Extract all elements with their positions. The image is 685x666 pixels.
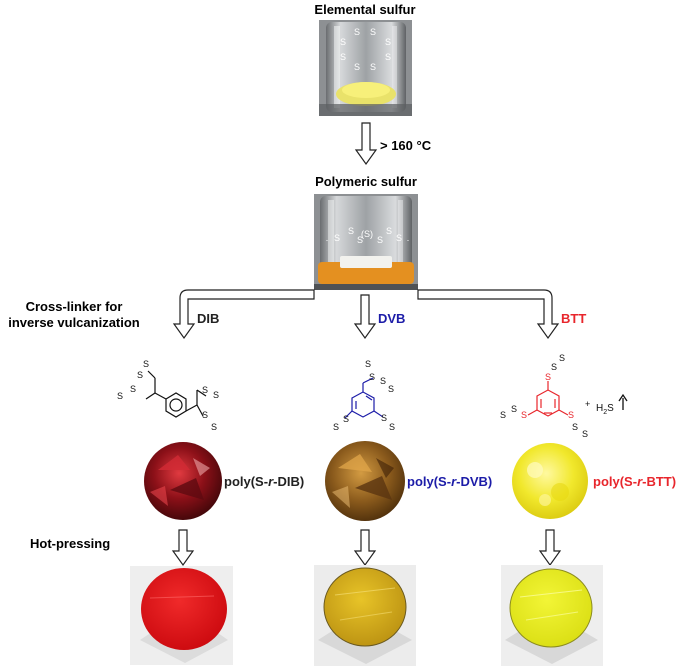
h2s-s: S bbox=[607, 403, 614, 414]
ring-sulfur-atom: S bbox=[370, 27, 376, 37]
press-arrow-dib bbox=[171, 529, 195, 567]
sulfur-atom: S bbox=[500, 410, 506, 420]
crosslinker-btt: BTT bbox=[561, 311, 586, 326]
chain-sulfur-atom: S bbox=[386, 226, 392, 236]
sulfur-atom: S bbox=[381, 413, 387, 423]
sulfur-atom: S bbox=[572, 422, 578, 432]
sulfur-atom: S bbox=[388, 384, 394, 394]
sulfur-atom: S bbox=[559, 353, 565, 363]
sulfur-atom: S bbox=[389, 422, 395, 432]
h2s-sub: 2 bbox=[603, 409, 607, 416]
ring-sulfur-atom: S bbox=[340, 52, 346, 62]
dib-structure bbox=[145, 370, 207, 418]
sulfur-atom: S bbox=[343, 414, 349, 424]
branch-arrow-left bbox=[172, 289, 315, 340]
sulfur-atom: S bbox=[568, 410, 574, 420]
heating-arrow bbox=[354, 122, 378, 166]
chain-sulfur-atom: · bbox=[326, 235, 329, 245]
chain-sulfur-atom: S bbox=[377, 235, 383, 245]
product-label-btt: poly(S-r-BTT) bbox=[593, 474, 676, 489]
chain-sulfur-atom: S bbox=[357, 235, 363, 245]
ring-sulfur-atom: S bbox=[354, 27, 360, 37]
press-arrow-dvb bbox=[353, 529, 377, 567]
crosslinker-label-line1: Cross-linker for bbox=[26, 299, 123, 314]
btt-structure bbox=[527, 381, 569, 417]
chain-sulfur-atom: · bbox=[407, 235, 410, 245]
h2s-byproduct: + H2S bbox=[585, 393, 628, 416]
dib-film-photo bbox=[130, 566, 233, 665]
ring-sulfur-atom: S bbox=[385, 37, 391, 47]
svg-text:H2S: H2S bbox=[596, 403, 614, 416]
polymeric-sulfur-photo bbox=[314, 194, 418, 290]
sulfur-atom: S bbox=[202, 410, 208, 420]
dvb-film-photo bbox=[314, 565, 416, 666]
dvb-product-photo bbox=[325, 441, 405, 521]
chain-sulfur-atom: S bbox=[396, 233, 402, 243]
sulfur-atom: S bbox=[130, 384, 136, 394]
sulfur-atom: S bbox=[551, 362, 557, 372]
sulfur-atom: S bbox=[511, 404, 517, 414]
chain-sulfur-atom: (S) bbox=[361, 229, 373, 239]
branch-arrow-center bbox=[353, 294, 377, 340]
product-label-dib: poly(S-r-DIB) bbox=[224, 474, 304, 489]
elemental-sulfur-photo bbox=[319, 20, 412, 116]
ring-sulfur-atom: S bbox=[370, 62, 376, 72]
crosslinker-label-line2: inverse vulcanization bbox=[8, 315, 140, 330]
sulfur-atom: S bbox=[365, 359, 371, 369]
sulfur-atom: S bbox=[211, 422, 217, 432]
sulfur-atom: S bbox=[369, 372, 375, 382]
ring-sulfur-atom: S bbox=[354, 62, 360, 72]
sulfur-atom: S bbox=[137, 370, 143, 380]
sulfur-atom: S bbox=[521, 410, 527, 420]
crosslinker-dvb: DVB bbox=[378, 311, 405, 326]
sulfur-atom: S bbox=[380, 376, 386, 386]
sulfur-atom: S bbox=[213, 390, 219, 400]
temperature-label: > 160 °C bbox=[380, 138, 432, 153]
press-arrow-btt bbox=[538, 529, 562, 567]
btt-product-photo bbox=[512, 443, 588, 519]
dib-product-photo bbox=[144, 442, 222, 520]
sulfur-atom: S bbox=[582, 429, 588, 439]
branch-arrow-right bbox=[417, 289, 560, 340]
crosslinker-dib: DIB bbox=[197, 311, 219, 326]
svg-text:+: + bbox=[585, 399, 590, 409]
sulfur-atom: S bbox=[202, 385, 208, 395]
polymeric-chain-structure: ·SSS(S)SSS· bbox=[326, 226, 410, 245]
h2s-h: H bbox=[596, 403, 603, 414]
elemental-sulfur-title: Elemental sulfur bbox=[314, 2, 415, 17]
ring-sulfur-atom: S bbox=[340, 37, 346, 47]
sulfur-atom: S bbox=[545, 372, 551, 382]
product-label-dvb: poly(S-r-DVB) bbox=[407, 474, 492, 489]
sulfur-atom: S bbox=[117, 391, 123, 401]
chain-sulfur-atom: S bbox=[348, 226, 354, 236]
dvb-structure bbox=[344, 377, 384, 419]
btt-film-photo bbox=[501, 565, 603, 666]
sulfur-atom: S bbox=[143, 359, 149, 369]
sulfur-atom: S bbox=[333, 422, 339, 432]
hot-pressing-label: Hot-pressing bbox=[30, 536, 110, 551]
chain-sulfur-atom: S bbox=[334, 233, 340, 243]
ring-sulfur-atom: S bbox=[385, 52, 391, 62]
polymeric-sulfur-title: Polymeric sulfur bbox=[315, 174, 417, 189]
